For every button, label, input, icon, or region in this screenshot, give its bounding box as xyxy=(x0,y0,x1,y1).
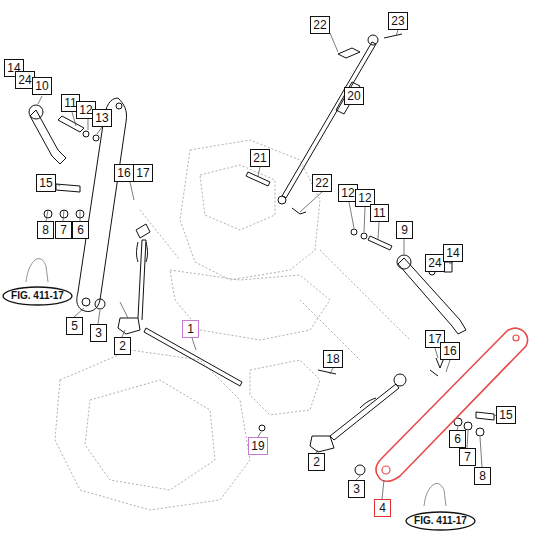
callout-text: FIG. 411-17 xyxy=(11,291,64,301)
callout-number: 22 xyxy=(310,16,330,34)
callout-text: 8 xyxy=(42,224,49,236)
callout-number: 3 xyxy=(348,480,365,498)
callout-text: 12 xyxy=(358,192,371,204)
callout-number: 18 xyxy=(323,350,343,368)
callout-text: 11 xyxy=(373,207,385,219)
callout-text: 22 xyxy=(315,177,328,189)
callout-text: 11 xyxy=(64,97,76,109)
callout-text: 9 xyxy=(401,224,408,236)
callout-text: 21 xyxy=(253,152,266,164)
callout-number: 15 xyxy=(496,406,516,424)
callout-number: 19 xyxy=(248,437,268,455)
callout-text: 19 xyxy=(251,440,264,452)
callout-text: 10 xyxy=(35,80,48,92)
callout-number: 9 xyxy=(396,221,413,239)
callout-number: 2 xyxy=(114,337,131,355)
callout-text: 23 xyxy=(391,15,404,27)
callout-number: 15 xyxy=(36,174,56,192)
callout-text: 16 xyxy=(443,345,456,357)
callout-number: 17 xyxy=(133,164,153,182)
callout-text: 15 xyxy=(499,409,512,421)
callout-number: 2 xyxy=(308,453,325,471)
callout-number: 7 xyxy=(55,221,72,239)
callout-number: 13 xyxy=(92,109,112,127)
callout-text: 24 xyxy=(428,257,441,269)
callout-text: 4 xyxy=(379,502,386,514)
callout-number: 6 xyxy=(449,430,466,448)
callout-number: 7 xyxy=(459,448,476,466)
callout-number: 1 xyxy=(182,320,199,338)
callout-number: 4 xyxy=(374,499,391,517)
callout-text: 6 xyxy=(454,433,461,445)
callout-number: 20 xyxy=(344,87,364,105)
callout-text: 3 xyxy=(353,483,360,495)
callout-number: 14 xyxy=(443,244,463,262)
callout-text: 24 xyxy=(18,74,31,86)
callout-number: 22 xyxy=(312,174,332,192)
callout-text: 6 xyxy=(77,224,84,236)
callout-number: 16 xyxy=(440,342,460,360)
callout-number: 5 xyxy=(66,317,83,335)
callout-text: 2 xyxy=(119,340,126,352)
callout-text: 2 xyxy=(313,456,320,468)
callout-number: 8 xyxy=(37,221,54,239)
callout-text: FIG. 411-17 xyxy=(414,516,467,526)
callout-text: 7 xyxy=(60,224,67,236)
callout-text: 8 xyxy=(479,470,486,482)
lift-arm-highlight xyxy=(376,328,528,481)
callout-text: 12 xyxy=(79,104,92,116)
callout-text: 5 xyxy=(71,320,78,332)
callout-text: 17 xyxy=(136,167,149,179)
callout-text: 18 xyxy=(326,353,339,365)
figure-reference: FIG. 411-17 xyxy=(2,286,73,306)
callout-number: 24 xyxy=(425,254,445,272)
figure-reference: FIG. 411-17 xyxy=(405,511,476,531)
callout-text: 12 xyxy=(341,187,354,199)
callout-text: 22 xyxy=(313,19,326,31)
callout-number: 3 xyxy=(90,324,107,342)
callout-text: 15 xyxy=(39,177,52,189)
callout-number: 23 xyxy=(388,12,408,30)
callout-text: 13 xyxy=(95,112,108,124)
callout-number: 21 xyxy=(250,149,270,167)
callout-text: 7 xyxy=(464,451,471,463)
callout-number: 16 xyxy=(114,164,134,182)
callout-text: 1 xyxy=(187,323,194,335)
callout-number: 11 xyxy=(370,204,389,222)
callout-text: 3 xyxy=(95,327,102,339)
callout-number: 8 xyxy=(474,467,491,485)
callout-number: 6 xyxy=(72,221,89,239)
callout-text: 16 xyxy=(117,167,130,179)
callout-text: 14 xyxy=(446,247,459,259)
callout-number: 10 xyxy=(32,77,52,95)
callout-text: 20 xyxy=(347,90,360,102)
